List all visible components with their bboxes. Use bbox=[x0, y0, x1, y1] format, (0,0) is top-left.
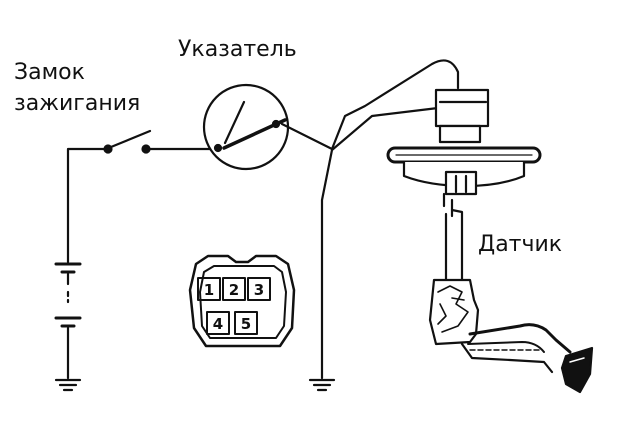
ground-circuit bbox=[308, 106, 440, 392]
connector-pin-5: 5 bbox=[241, 315, 251, 333]
connector-pin-1: 1 bbox=[204, 281, 214, 299]
connector-pin-2: 2 bbox=[229, 281, 239, 299]
fuel-gauge-icon bbox=[202, 59, 460, 171]
connector-pin-3: 3 bbox=[254, 281, 264, 299]
float-icon bbox=[560, 346, 594, 394]
ignition-switch-icon bbox=[103, 129, 212, 154]
sensor-label: Датчик bbox=[478, 232, 563, 257]
ignition-lock-label-line2: зажигания bbox=[14, 91, 141, 116]
battery-circuit bbox=[54, 147, 106, 392]
left-wire bbox=[66, 147, 106, 264]
connector-pin-4: 4 bbox=[213, 315, 223, 333]
sensor-unit-icon bbox=[386, 88, 594, 394]
indicator-label: Указатель bbox=[178, 37, 297, 62]
connector-icon bbox=[188, 254, 296, 348]
ignition-lock-label-line1: Замок bbox=[14, 60, 85, 85]
